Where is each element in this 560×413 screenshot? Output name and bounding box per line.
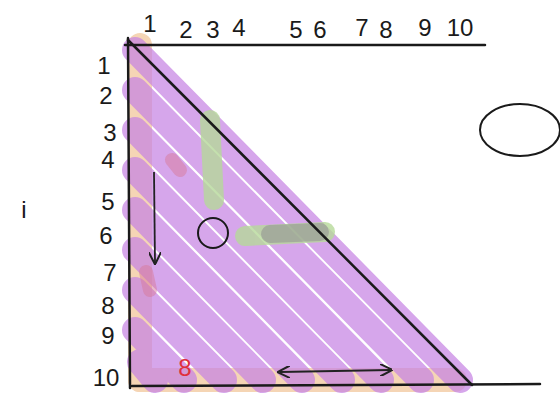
column-number: 10 <box>447 16 474 40</box>
axis-letter: i <box>21 198 26 222</box>
row-number: 9 <box>101 324 114 348</box>
highlight-stroke <box>135 170 342 380</box>
row-number: 2 <box>99 84 112 108</box>
row-number: 10 <box>93 366 120 390</box>
column-number: 5 <box>289 18 302 42</box>
column-number: 3 <box>206 18 219 42</box>
highlight-stroke <box>140 362 155 380</box>
hypotenuse <box>128 40 472 385</box>
row-number: 8 <box>101 294 114 318</box>
grey-highlight <box>270 232 320 234</box>
row-number: 5 <box>101 190 114 214</box>
highlight-stroke <box>135 290 224 380</box>
note-number: 8 <box>178 356 191 380</box>
column-number: 7 <box>355 16 368 40</box>
column-number: 1 <box>143 12 156 36</box>
highlight-stroke <box>135 250 263 380</box>
highlight-stroke <box>135 50 460 380</box>
top-axis <box>125 44 485 47</box>
column-number: 2 <box>179 18 192 42</box>
bottom-line <box>132 384 540 386</box>
column-number: 6 <box>313 18 326 42</box>
green-highlight <box>245 232 325 236</box>
row-number: 1 <box>97 54 110 78</box>
row-number: 7 <box>103 261 116 285</box>
highlight-stroke <box>135 90 421 380</box>
double-arrow <box>280 370 390 372</box>
drawn-oval <box>480 104 560 156</box>
column-number: 4 <box>232 16 245 40</box>
pink-dot <box>146 272 150 290</box>
row-number: 6 <box>99 224 112 248</box>
down-arrow <box>154 172 155 262</box>
pink-dot <box>172 160 180 170</box>
drawn-circle <box>198 218 228 248</box>
column-number: 9 <box>418 16 431 40</box>
row-number: 3 <box>103 121 116 145</box>
green-highlight <box>210 120 214 200</box>
left-axis <box>128 38 130 388</box>
row-number: 4 <box>101 148 114 172</box>
highlight-stroke <box>135 330 184 380</box>
column-number: 8 <box>379 18 392 42</box>
